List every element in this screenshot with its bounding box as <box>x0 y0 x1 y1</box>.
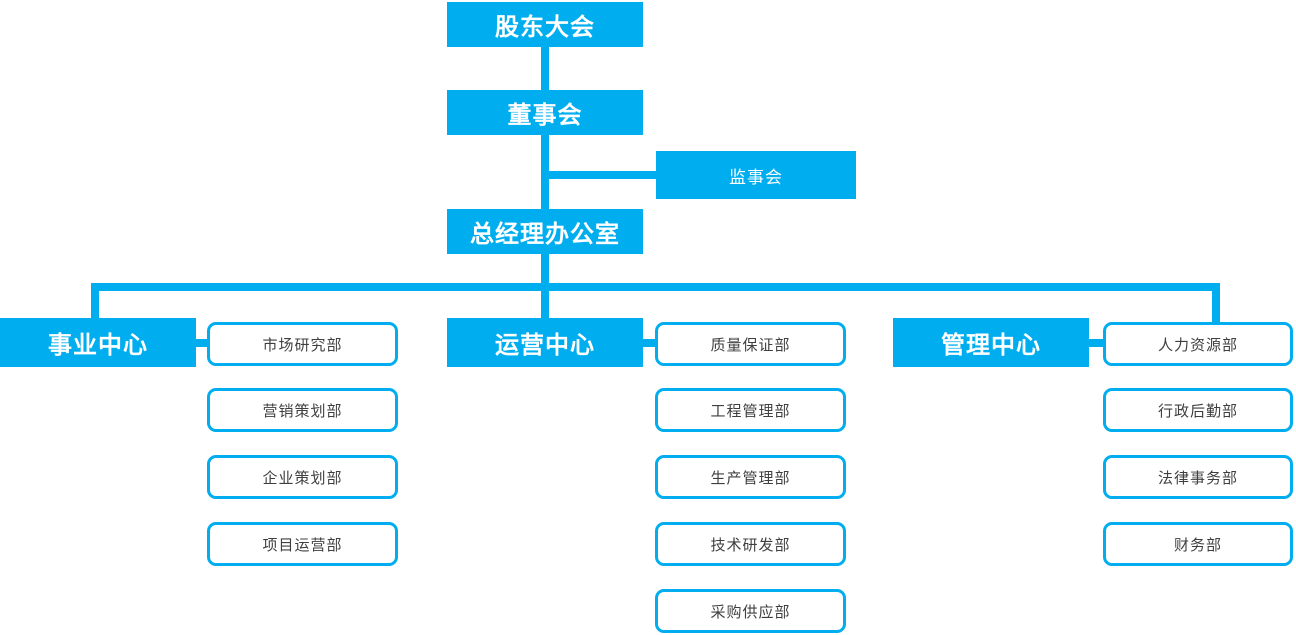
connector-trunk-to-supervisory <box>545 171 656 179</box>
org-node-admin-logistics-dept: 行政后勤部 <box>1103 388 1293 432</box>
connector-shareholders-to-board <box>541 47 549 90</box>
connector-business-center-to-depts <box>196 339 207 347</box>
org-node-quality-assurance-dept: 质量保证部 <box>655 322 846 366</box>
org-node-business-center: 事业中心 <box>0 318 196 367</box>
org-node-shareholders-meeting: 股东大会 <box>447 2 643 47</box>
org-node-project-operations-dept: 项目运营部 <box>207 522 398 566</box>
org-node-operations-center: 运营中心 <box>447 318 643 367</box>
org-node-engineering-management-dept: 工程管理部 <box>655 388 846 432</box>
org-node-marketing-planning-dept: 营销策划部 <box>207 388 398 432</box>
connector-main-horizontal-rail <box>91 283 1220 291</box>
org-node-management-center: 管理中心 <box>893 318 1089 367</box>
org-node-technology-rd-dept: 技术研发部 <box>655 522 846 566</box>
org-node-production-management-dept: 生产管理部 <box>655 455 846 499</box>
connector-rail-to-operations-center <box>541 291 549 318</box>
connector-rail-to-management-branch <box>1212 291 1220 322</box>
org-node-board-of-directors: 董事会 <box>447 90 643 135</box>
connector-gm-office-to-main-rail <box>541 254 549 283</box>
org-node-procurement-supply-dept: 采购供应部 <box>655 589 846 633</box>
org-node-legal-affairs-dept: 法律事务部 <box>1103 455 1293 499</box>
org-node-supervisory-board: 监事会 <box>656 151 856 199</box>
org-node-gm-office: 总经理办公室 <box>447 209 643 254</box>
org-node-market-research-dept: 市场研究部 <box>207 322 398 366</box>
org-node-human-resources-dept: 人力资源部 <box>1103 322 1293 366</box>
connector-operations-center-to-depts <box>643 339 655 347</box>
org-node-corporate-planning-dept: 企业策划部 <box>207 455 398 499</box>
org-node-finance-dept: 财务部 <box>1103 522 1293 566</box>
connector-management-center-to-depts <box>1089 339 1103 347</box>
connector-rail-to-business-center <box>91 291 99 318</box>
